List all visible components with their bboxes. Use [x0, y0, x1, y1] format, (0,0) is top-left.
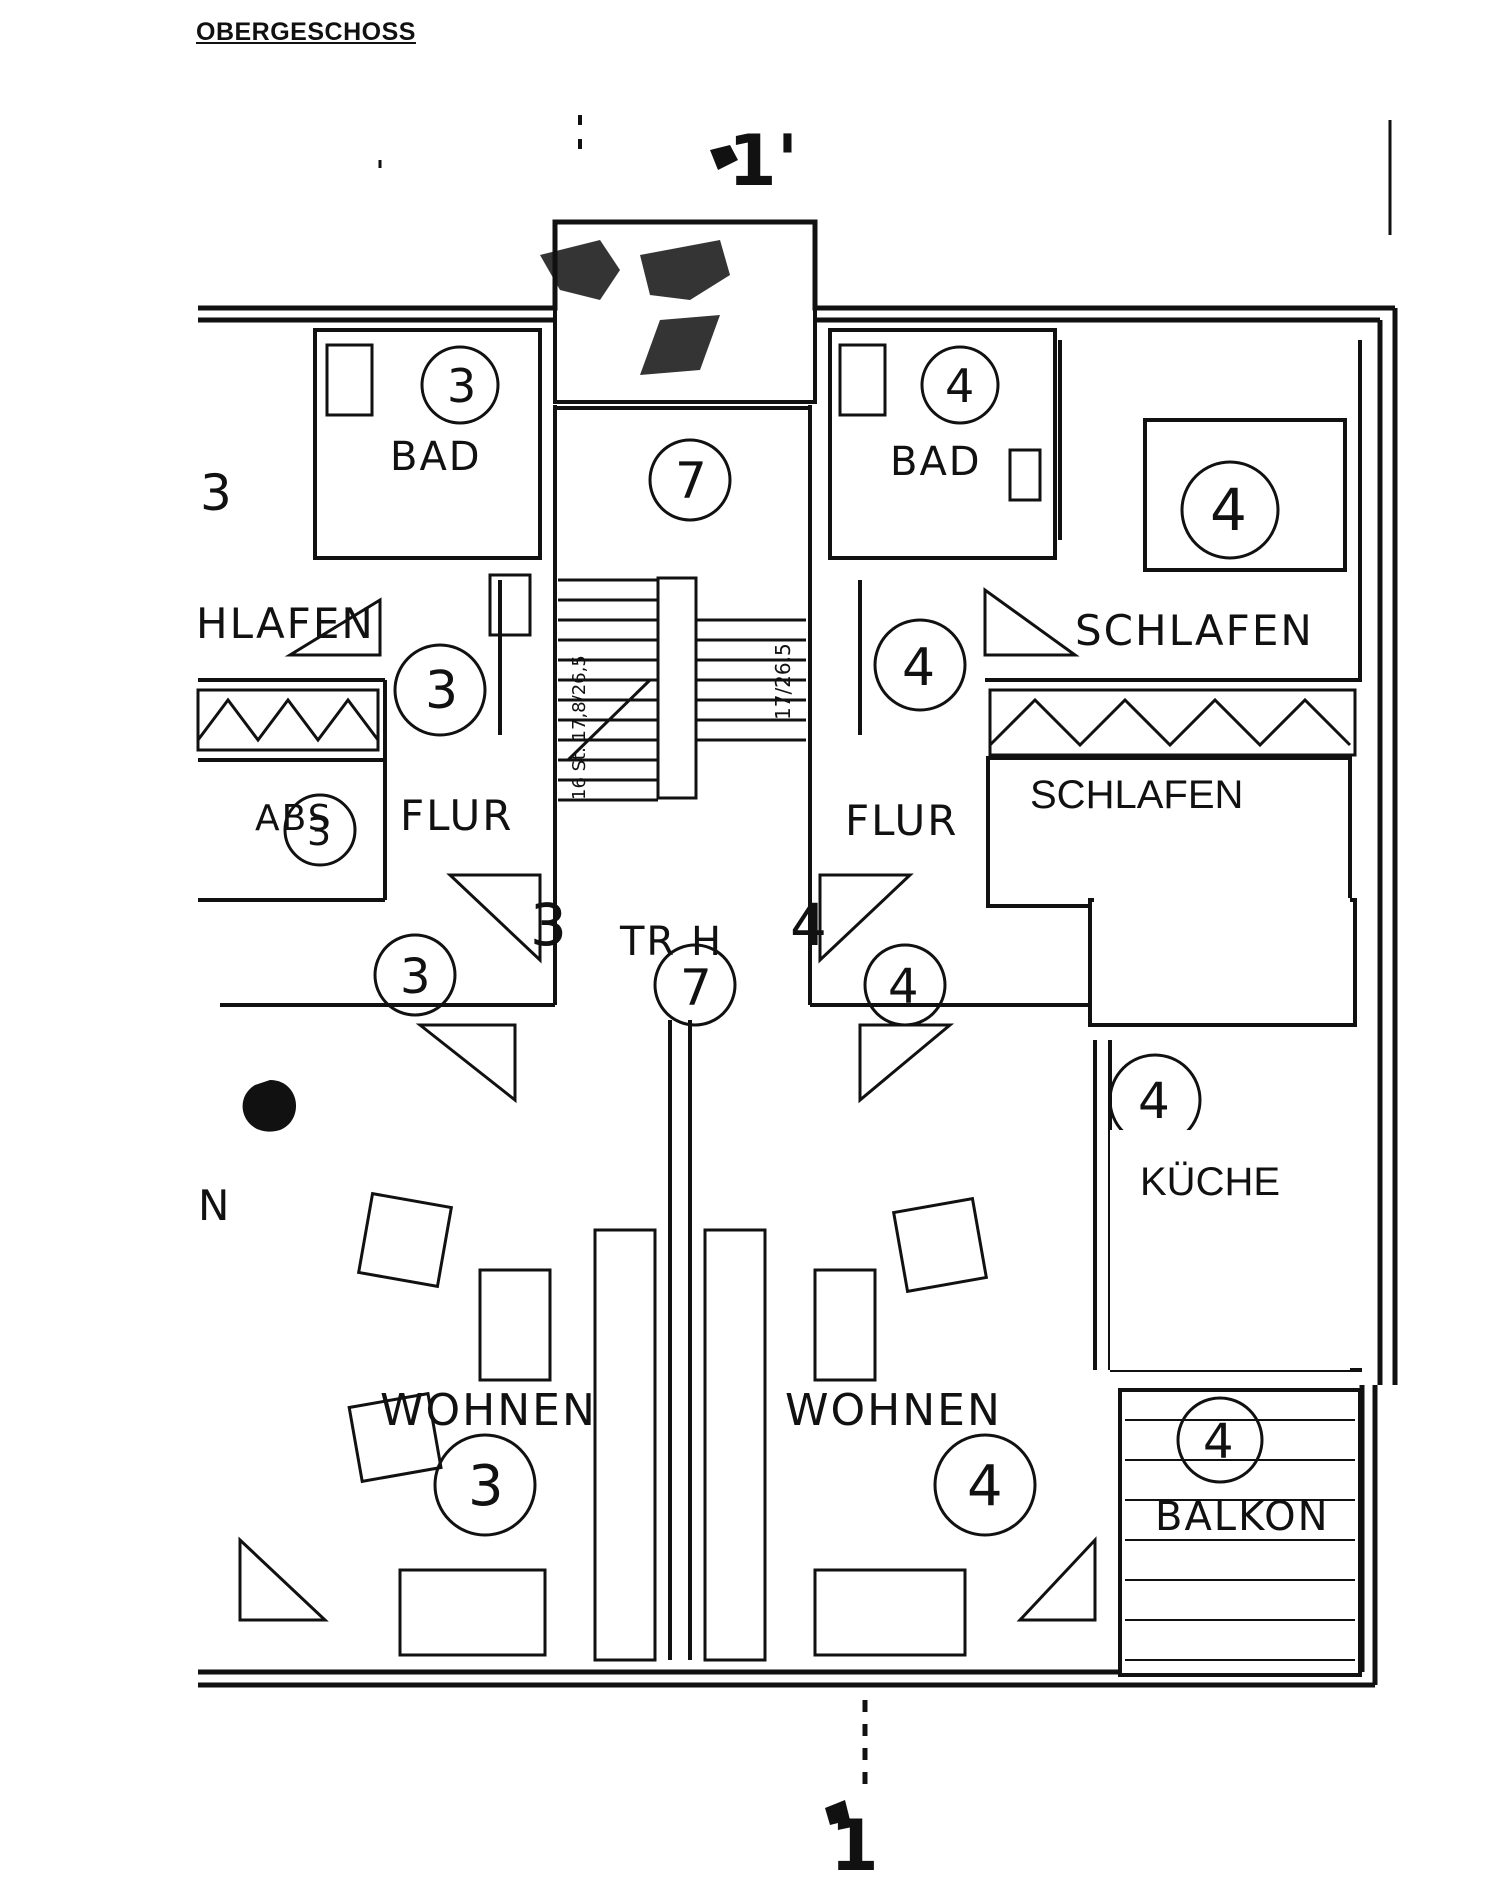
section-marker-top: 1' [728, 120, 798, 202]
unit-number-stair-top: 7 [675, 452, 707, 510]
stair-label-left: 16 St. 17,8/26,5 [569, 655, 590, 800]
unit-number-flur-4: 4 [902, 638, 935, 698]
room-label-left-cut: N [198, 1181, 231, 1230]
room-label-flur-4: FLUR [845, 796, 958, 845]
section-line-bottom: 1 [825, 1700, 879, 1887]
unit-number-schlafen-4: 4 [1210, 476, 1247, 544]
wardrobe-right [988, 688, 1357, 757]
unit-number-circles [283, 345, 1280, 1537]
overlay-schlafen-box [986, 756, 1357, 1027]
balcony-hatch [1125, 1419, 1355, 1661]
unit-number-wohnen-4: 4 [967, 1454, 1003, 1519]
room-label-wohnen-4: WOHNEN [785, 1385, 1002, 1436]
unit-number-bad-3: 3 [447, 359, 476, 413]
unit-number-flur-4-lower: 4 [888, 959, 919, 1015]
overlay-label-schlafen: SCHLAFEN [1030, 773, 1243, 817]
room-label-wohnen-3: WOHNEN [380, 1385, 597, 1436]
unit-number-unit-4: 4 [790, 891, 827, 959]
unit-number-abs: 3 [307, 810, 331, 854]
room-label-bad-3: BAD [390, 434, 482, 480]
room-label-balkon: BALKON [1155, 1494, 1330, 1540]
plant-symbol [242, 1080, 297, 1132]
unit-number-balkon: 4 [1203, 1414, 1234, 1470]
room-label-bad-4: BAD [890, 439, 982, 485]
unit-number-flur-3-lower: 3 [400, 949, 431, 1005]
wardrobe-left [196, 688, 380, 752]
unit-number-kueche: 4 [1138, 1072, 1170, 1130]
stair-label-right: 17/26,5 [771, 643, 795, 720]
room-label-schlafen-4: SCHLAFEN [1075, 606, 1314, 655]
overlay-kueche-box [1110, 1130, 1350, 1370]
section-line-top: 1' [378, 115, 1392, 235]
unit-number-tr-h: 7 [680, 959, 712, 1017]
unit-number-wohnen-3: 3 [468, 1454, 504, 1519]
page-title: OBERGESCHOSS [196, 18, 416, 46]
unit-number-flur-3: 3 [425, 661, 458, 721]
door-arrows [238, 587, 1097, 1622]
unit-number-unit-3: 3 [530, 891, 567, 959]
furniture [325, 343, 1042, 1662]
overlay-label-kueche: KÜCHE [1140, 1160, 1280, 1204]
unit-number-bad-4: 4 [945, 359, 974, 413]
room-label-treppenhaus: TR H [619, 919, 723, 965]
room-label-abs: ABS [255, 798, 333, 839]
room-label-flur-3: FLUR [400, 791, 513, 840]
room-label-schlafen-3: HLAFEN [196, 599, 375, 648]
shaft [540, 220, 817, 404]
unit-number-left-edge: 3 [200, 464, 232, 522]
staircase [558, 576, 806, 802]
